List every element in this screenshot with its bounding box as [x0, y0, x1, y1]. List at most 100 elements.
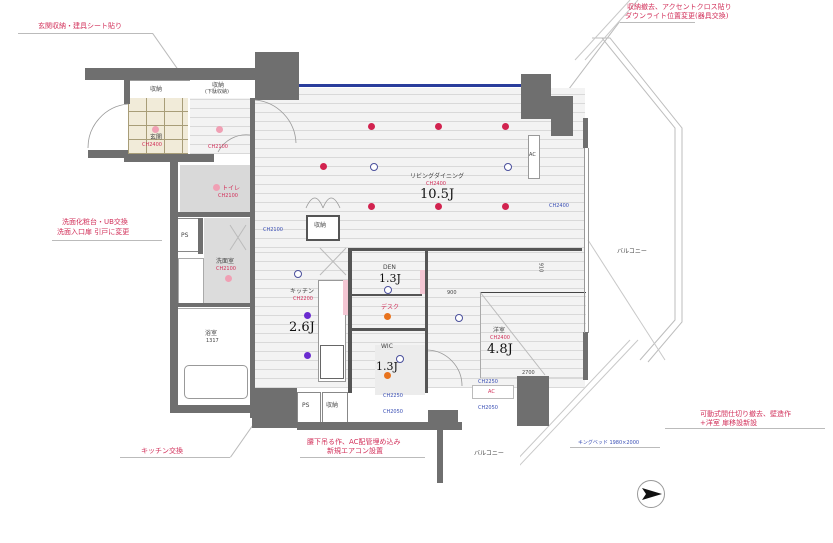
- toilet-label: トイレ: [222, 185, 241, 192]
- note-kitchen-replace: キッチン交換: [141, 447, 183, 455]
- living-storage-label: 収納: [314, 222, 327, 229]
- wall-bottom-right-block: [517, 376, 549, 426]
- wic-ch1: CH2250: [383, 393, 403, 399]
- ceiling-light-icon: [396, 355, 404, 363]
- wall-kitchen-right: [348, 248, 352, 393]
- washbasin-counter: [178, 258, 204, 304]
- note-partition-2: +洋室 扉移設新設: [700, 419, 758, 427]
- note-washroom-1: 洗面化粧台・UB交換: [62, 218, 128, 226]
- leader-line-aircon: [300, 457, 425, 458]
- downlight-icon: [502, 123, 509, 130]
- wall-right-upper: [583, 118, 588, 148]
- ceiling-light-icon: [370, 163, 378, 171]
- accent-partition-den: [420, 270, 425, 294]
- kitchen-ch: CH2200: [293, 296, 313, 302]
- wall-bath-top: [176, 303, 252, 307]
- wall-top-right-column: [521, 74, 551, 119]
- bathroom-label: 浴室: [205, 330, 218, 337]
- north-arrow-icon: [637, 480, 665, 508]
- ac-unit-living: [528, 135, 540, 179]
- downlight-icon: [320, 163, 327, 170]
- desk-label: デスク: [381, 304, 400, 311]
- leader-line-living: [620, 22, 695, 23]
- wall-top-right-column-2: [551, 96, 573, 136]
- note-bed: キングベッド 1980×2000: [578, 440, 640, 446]
- wall-entrance-bottom-2: [124, 154, 214, 162]
- balcony-outline: [520, 0, 683, 466]
- dimension-right-gap: 910: [537, 262, 544, 273]
- ps-lower-label: PS: [302, 402, 310, 409]
- note-partition-1: 可動式間仕切り撤去、壁造作: [700, 410, 791, 418]
- kitchen-stove: [320, 345, 344, 379]
- living-dining-floor: [255, 88, 585, 248]
- dimension-western-width: 2700: [522, 370, 535, 376]
- shoe-storage-label: 収納: [212, 82, 225, 89]
- wall-bottom: [297, 422, 462, 430]
- kitchen-label: キッチン: [290, 288, 315, 295]
- western-room-floor: [480, 292, 586, 378]
- wall-bath-bottom: [170, 405, 255, 413]
- bathroom-sub: 1317: [206, 338, 219, 344]
- downlight-icon: [435, 203, 442, 210]
- ps-upper-room: [176, 218, 200, 252]
- wall-balcony-divider: [437, 428, 443, 483]
- washroom-label: 洗面室: [216, 258, 235, 265]
- kitchen-light-icon: [304, 312, 311, 319]
- washroom-ch: CH2100: [216, 266, 236, 272]
- wall-den-right: [425, 248, 428, 393]
- entrance-storage-label: 収納: [150, 86, 163, 93]
- living-ch-side: CH2400: [549, 203, 569, 209]
- leader-line-washroom: [52, 240, 162, 241]
- ceiling-light-icon: [504, 163, 512, 171]
- wall-ps-right: [198, 218, 203, 254]
- kitchen-light-icon: [304, 352, 311, 359]
- wall-den-top: [352, 248, 582, 251]
- entrance-room: [128, 98, 188, 154]
- hall-ch: CH2100: [208, 144, 228, 150]
- den-size: 1.3J: [379, 272, 401, 285]
- wall-right-lower: [583, 332, 588, 380]
- leader-line-bed: [570, 447, 660, 448]
- ac-unit-western: [472, 385, 514, 399]
- ac-western-ch2: CH2050: [478, 405, 498, 411]
- pink-light-icon: [225, 275, 232, 282]
- western-label: 洋室: [493, 327, 506, 334]
- wic-ch2: CH2050: [383, 409, 403, 415]
- pink-light-icon: [213, 184, 220, 191]
- western-ch: CH2400: [490, 335, 510, 341]
- accent-partition: [343, 280, 348, 315]
- note-living-ceiling-2: ダウンライト位置変更(器具交換): [625, 12, 729, 20]
- leader-line-partition: [665, 428, 825, 429]
- dimension-den-width: 900: [447, 290, 457, 296]
- ac-living-label: AC: [529, 152, 536, 158]
- downlight-icon: [502, 203, 509, 210]
- wall-entrance-bottom: [88, 150, 128, 158]
- window-right: [584, 148, 589, 333]
- toilet-ch: CH2100: [218, 193, 238, 199]
- balcony-bottom-label: バルコニー: [474, 450, 504, 457]
- ps-upper-label: PS: [181, 232, 189, 239]
- desk-light-icon: [384, 313, 391, 320]
- ac-western-ch1: CH2250: [478, 379, 498, 385]
- wall-toilet-bottom: [176, 212, 252, 217]
- wall-top-left-column: [255, 52, 299, 100]
- balcony-right-label: バルコニー: [617, 248, 647, 255]
- downlight-icon: [368, 203, 375, 210]
- leader-line-kitchen: [120, 457, 230, 458]
- accent-wall: [299, 84, 521, 87]
- pink-light-icon: [216, 126, 223, 133]
- ceiling-light-icon: [455, 314, 463, 322]
- wall-den-bottom: [352, 294, 422, 296]
- note-aircon-1: 腰下吊る作、AC配管埋め込み: [307, 438, 401, 446]
- shoe-storage-sub: (下駄収納): [205, 89, 229, 95]
- kitchen-size: 2.6J: [289, 320, 315, 335]
- bathtub: [184, 365, 248, 399]
- ac-western-label: AC: [488, 389, 495, 395]
- note-living-ceiling-1: 収納撤去、アクセントクロス貼り: [627, 3, 732, 11]
- wall-bottom-left-block: [252, 388, 297, 428]
- wic-size: 1.3J: [376, 360, 398, 373]
- pink-light-icon: [152, 126, 159, 133]
- den-label: DEN: [383, 264, 396, 271]
- wall-left-entrance: [124, 80, 130, 104]
- western-size: 4.8J: [487, 342, 513, 357]
